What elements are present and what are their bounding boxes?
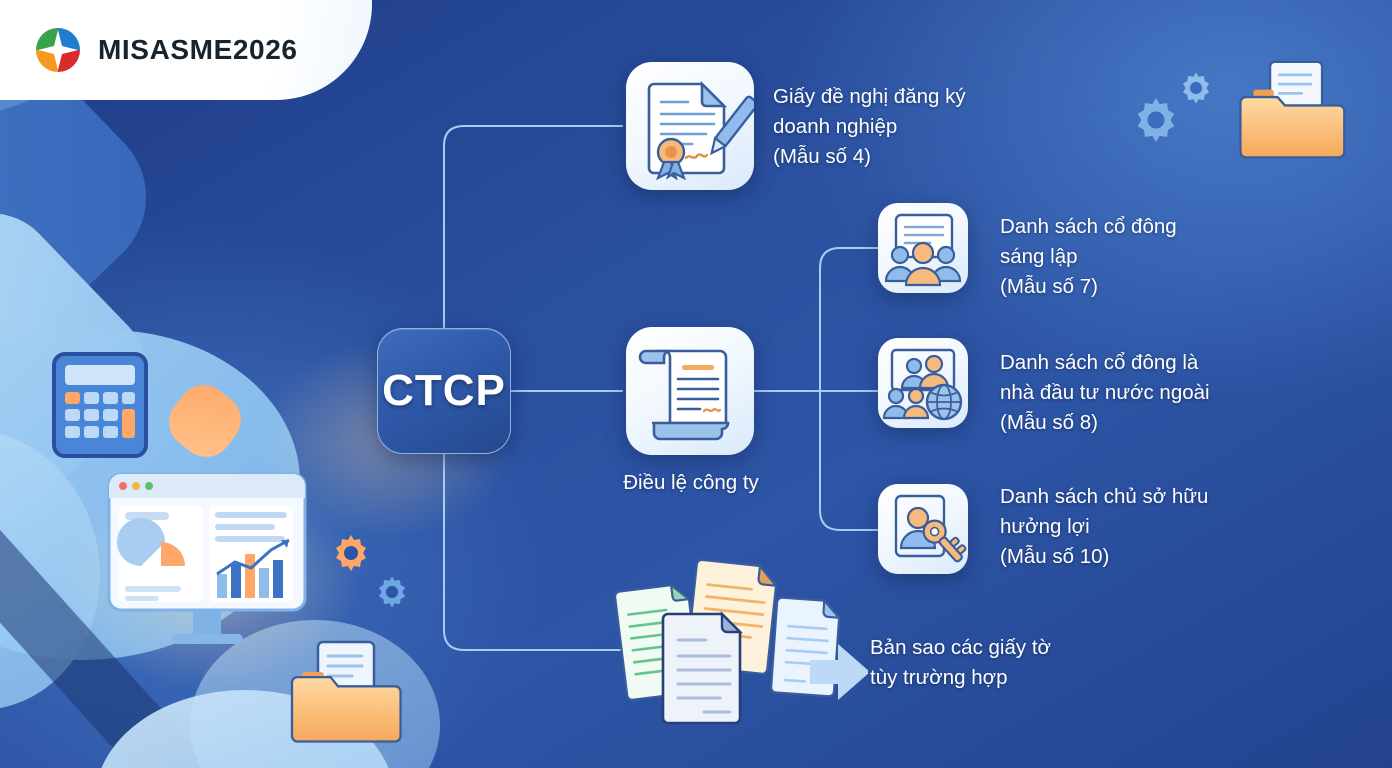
- child-beneficial-owners-icon-tile[interactable]: [878, 484, 968, 574]
- label-line-1: Danh sách cổ đông là: [1000, 351, 1199, 374]
- brand-name: MISASME2026: [98, 34, 298, 65]
- label-line-1: Giấy đề nghị đăng ký: [773, 85, 966, 108]
- label-line-2: hưởng lợi: [1000, 515, 1090, 538]
- people-globe-icon: [882, 348, 963, 421]
- label-line-2: sáng lập: [1000, 245, 1078, 268]
- label-line-2: tùy trường hợp: [870, 666, 1008, 689]
- child-founding-shareholders-label: Danh sách cổ đông sáng lập (Mẫu số 7): [1000, 212, 1300, 302]
- misa-four-quadrant-globe-icon: [36, 28, 80, 72]
- scroll-charter-document-icon: [638, 349, 730, 441]
- root-node-ctcp[interactable]: CTCP: [377, 328, 511, 454]
- brand-header: MISASME2026: [0, 0, 372, 100]
- label-line-1: Bản sao các giấy tờ: [870, 636, 1051, 659]
- person-card-key-icon: [894, 494, 967, 563]
- label-line-3: (Mẫu số 8): [1000, 411, 1098, 434]
- label-line-2: doanh nghiệp: [773, 115, 898, 138]
- label-line-3: (Mẫu số 4): [773, 145, 871, 168]
- root-node-label: CTCP: [382, 366, 506, 415]
- document-with-seal-and-pen-icon: [647, 80, 759, 181]
- branch-copies-label: Bản sao các giấy tờ tùy trường hợp: [870, 633, 1160, 693]
- child-foreign-investors-label: Danh sách cổ đông là nhà đầu tư nước ngo…: [1000, 348, 1320, 438]
- label-line-3: (Mẫu số 10): [1000, 545, 1110, 568]
- document-stack-arrow-icon: [614, 558, 870, 725]
- branch-charter-caption: Điều lệ công ty: [623, 471, 759, 494]
- branch-copies-icon[interactable]: [608, 552, 870, 742]
- child-beneficial-owners-label: Danh sách chủ sở hữu hưởng lợi (Mẫu số 1…: [1000, 482, 1300, 572]
- branch-charter-icon-tile[interactable]: [626, 327, 754, 455]
- label-line-3: (Mẫu số 7): [1000, 275, 1098, 298]
- three-people-document-icon: [884, 213, 962, 287]
- label-line-2: nhà đầu tư nước ngoài: [1000, 381, 1210, 404]
- label-line-1: Danh sách chủ sở hữu: [1000, 485, 1209, 508]
- branch-registration-label: Giấy đề nghị đăng ký doanh nghiệp (Mẫu s…: [773, 82, 1073, 172]
- label-line-1: Danh sách cổ đông: [1000, 215, 1177, 238]
- child-foreign-investors-icon-tile[interactable]: [878, 338, 968, 428]
- branch-registration-icon-tile[interactable]: [626, 62, 759, 190]
- child-founding-shareholders-icon-tile[interactable]: [878, 203, 968, 293]
